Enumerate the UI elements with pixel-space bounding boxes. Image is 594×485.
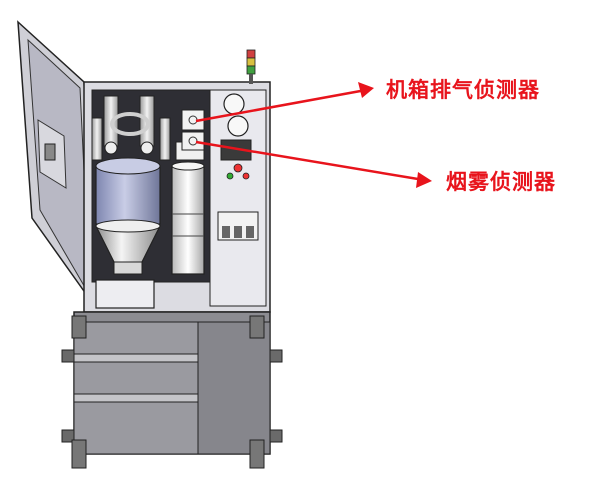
- drawer-handle: [73, 353, 199, 363]
- caster-icon: [249, 315, 265, 339]
- callout-arrow-smoke: [195, 140, 432, 188]
- start-button-icon: [226, 172, 234, 180]
- access-box: [95, 279, 155, 309]
- caster-icon: [71, 439, 87, 469]
- lower-cabinet: [61, 311, 283, 455]
- callout-arrow-exhaust: [195, 82, 374, 123]
- caster-icon: [249, 439, 265, 469]
- arrowhead-icon: [358, 82, 374, 98]
- cabinet-door: [17, 20, 97, 311]
- pipe-fittings: [91, 95, 205, 161]
- alarm-light-icon: [242, 172, 250, 180]
- control-panel: [217, 93, 259, 241]
- callout-smoke-detector: 烟雾侦测器: [446, 170, 556, 194]
- signal-tower-icon: [246, 49, 256, 84]
- callout-exhaust-detector: 机箱排气侦测器: [386, 78, 540, 102]
- smoke-detector-icon: [181, 131, 205, 151]
- casters: [71, 315, 265, 469]
- pressure-gauge-icon: [227, 115, 249, 137]
- cone-hopper: [95, 219, 161, 275]
- door-handle-icon: [44, 143, 56, 161]
- caster-icon: [71, 315, 87, 339]
- white-cylinder: [171, 161, 205, 275]
- drawer-handle: [73, 393, 199, 403]
- filter-cylinder: [95, 157, 161, 225]
- stop-button-icon: [233, 163, 243, 173]
- arrowhead-icon: [416, 172, 432, 188]
- pressure-gauge-icon: [223, 93, 245, 115]
